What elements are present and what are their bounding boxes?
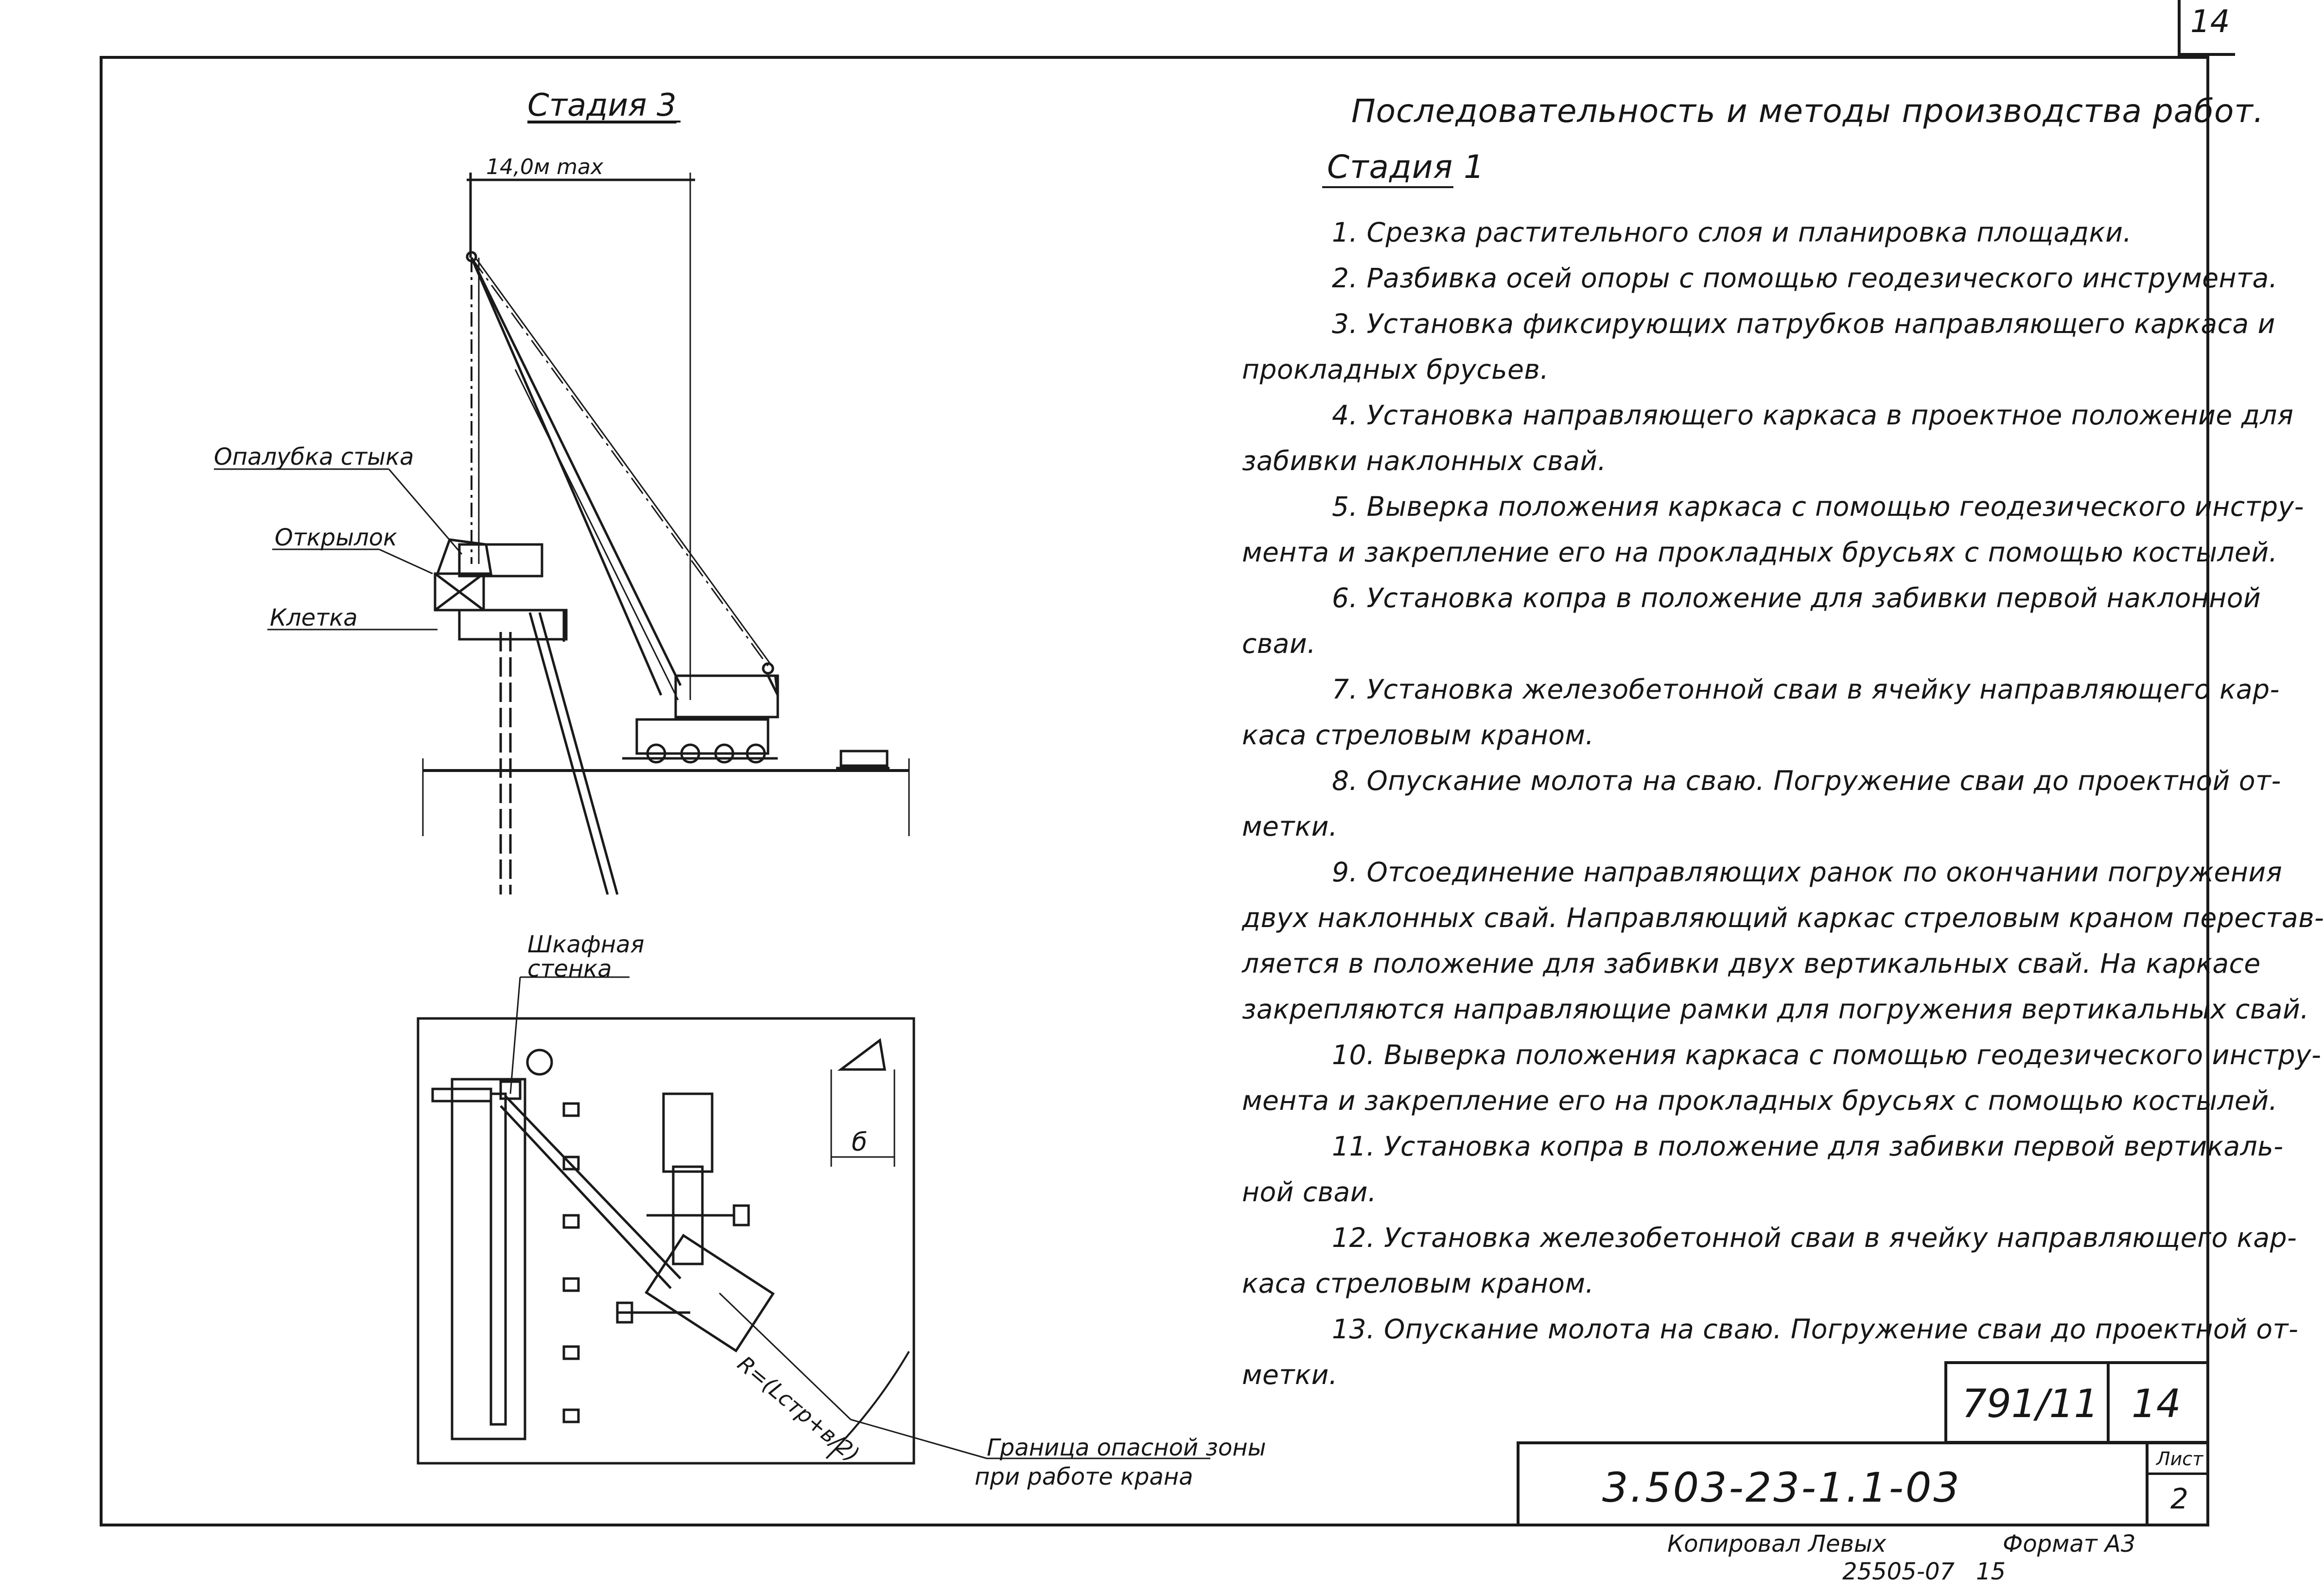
crane-body (674, 674, 779, 719)
album-page: 14 (2132, 1381, 2181, 1426)
album-number: 791/11 (1962, 1381, 2099, 1426)
dimension-label: 14,0м max (486, 155, 604, 179)
footer-copied: Копировал (1667, 1530, 1801, 1558)
footer-order-suffix: 15 (1976, 1558, 2006, 1585)
instruction-line: мента и закрепление его на прокладных бр… (1242, 1085, 2278, 1116)
instruction-line: 12. Установка железобетонной сваи в ячей… (1332, 1222, 2297, 1253)
plan-view-frame (417, 1017, 915, 1465)
instruction-line: 2. Разбивка осей опоры с помощью геодези… (1332, 263, 2278, 294)
instruction-line: мента и закрепление его на прокладных бр… (1242, 537, 2278, 568)
sheet-corner-number: 14 (2190, 4, 2230, 40)
instruction-line: ной сваи. (1242, 1176, 1377, 1208)
instruction-line: 6. Установка копра в положение для забив… (1332, 582, 2261, 613)
stage3-title: Стадия 3 (527, 88, 677, 123)
label-b-dimension: б (852, 1128, 868, 1157)
instruction-line: закрепляются направляющие рамки для погр… (1242, 994, 2309, 1025)
instruction-line: 3. Установка фиксирующих патрубков напра… (1332, 308, 2275, 339)
instruction-line: 11. Установка копра в положение для заби… (1332, 1131, 2284, 1162)
album-number-box: 791/11 (1944, 1361, 2110, 1444)
instruction-line: 7. Установка железобетонной сваи в ячейк… (1332, 674, 2280, 705)
instruction-line: ляется в положение для забивки двух верт… (1242, 948, 2261, 979)
sheet-number: 2 (2170, 1482, 2188, 1515)
instruction-line: 9. Отсоединение направляющих ранок по ок… (1332, 857, 2283, 888)
footer-copier-name: Левых (1808, 1530, 1887, 1558)
instruction-line: каса стреловым краном. (1242, 719, 1594, 751)
instruction-line: 4. Установка направляющего каркаса в про… (1332, 400, 2294, 431)
instruction-line: забивки наклонных свай. (1242, 445, 1607, 476)
sheet-number-box: Лист 2 (2146, 1441, 2209, 1526)
footer-order-number: 25505-07 (1842, 1558, 1955, 1585)
instruction-line: 1. Срезка растительного слоя и планировк… (1332, 217, 2132, 248)
construction-drawing (214, 121, 1453, 1465)
album-page-box: 14 (2107, 1361, 2209, 1444)
stage1-title: Стадия 1 (1327, 148, 1485, 186)
instruction-line: 10. Выверка положения каркаса с помощью … (1332, 1039, 2322, 1070)
instruction-line: каса стреловым краном. (1242, 1268, 1594, 1299)
sheet-corner-box: 14 (2178, 0, 2235, 56)
instruction-line: 5. Выверка положения каркаса с помощью г… (1332, 491, 2304, 522)
plan-boom (505, 1095, 681, 1280)
label-shield-wall-2: стенка (527, 955, 612, 982)
instruction-line: метки. (1242, 811, 1338, 842)
sheet-label: Лист (2156, 1448, 2203, 1470)
label-shield-wall-1: Шкафная (527, 931, 645, 958)
document-designation: 3.503-23-1.1-03 (1602, 1464, 1961, 1511)
instruction-line: прокладных брусьев. (1242, 354, 1549, 385)
label-danger-zone-2: при работе крана (975, 1463, 1193, 1490)
crane-boom (470, 257, 663, 696)
danger-zone-arc (825, 1350, 910, 1459)
label-cage: Клетка (270, 604, 358, 631)
label-wing: Открылок (275, 524, 398, 551)
label-danger-zone-1: Граница опасной зоны (987, 1434, 1266, 1461)
label-formwork: Опалубка стыка (214, 443, 414, 471)
instruction-line: метки. (1242, 1359, 1338, 1390)
footer-format: Формат А3 (2003, 1530, 2136, 1558)
drawing-frame (100, 56, 2209, 1526)
instruction-line: сваи. (1242, 628, 1316, 659)
instruction-line: 8. Опускание молота на сваю. Погружение … (1332, 765, 2281, 796)
instruction-line: двух наклонных свай. Направляющий каркас… (1242, 902, 2324, 933)
instruction-line: 13. Опускание молота на сваю. Погружение… (1332, 1314, 2299, 1345)
designation-box: 3.503-23-1.1-03 (1517, 1441, 2149, 1526)
main-heading: Последовательность и методы производства… (1351, 92, 2264, 130)
inclined-pile (528, 612, 609, 895)
